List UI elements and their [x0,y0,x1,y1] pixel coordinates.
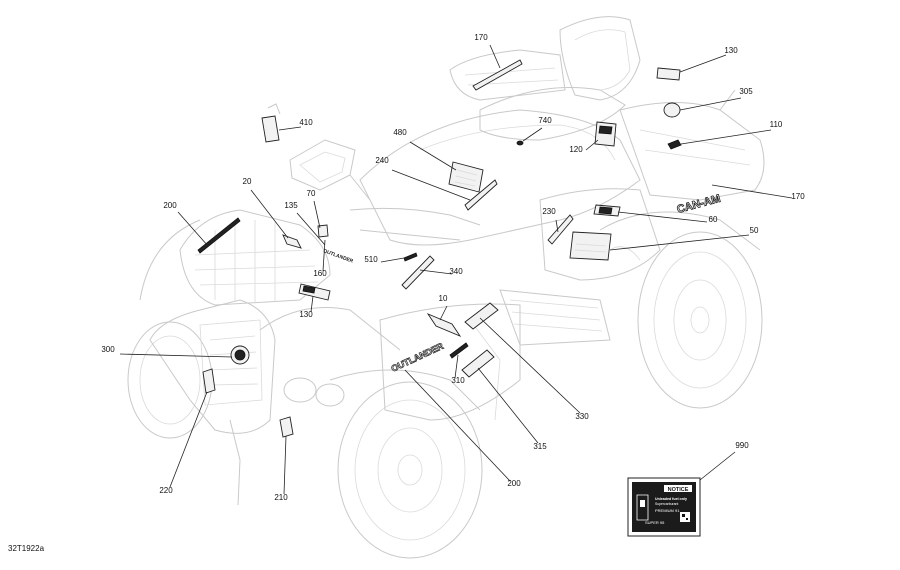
decal-170-side-brand: CAN-AM [676,193,722,216]
callout-330: 330 [575,412,589,421]
callout-170: 170 [474,33,488,42]
drawing-id: 32T1922a [8,544,45,553]
notice-line3: PREMIUM 91 [655,508,680,513]
callout-130: 130 [724,46,738,55]
decal-310 [449,342,469,359]
decal-20 [282,234,302,249]
decal-200-front-stripe [197,217,241,254]
callout-50: 50 [750,226,759,235]
decal-330 [464,302,499,330]
decal-120 [594,121,617,147]
callout-230: 230 [542,207,556,216]
decal-315 [461,349,495,378]
decal-220 [202,368,216,394]
callout-305: 305 [739,87,753,96]
callout-480: 480 [393,128,407,137]
notice-line2: Supercarburant [655,502,678,506]
callout-210: 210 [274,493,288,502]
callout-120: 120 [569,145,583,154]
callout-135: 135 [284,201,298,210]
decal-340-stripe [401,255,435,290]
callout-200: 200 [163,201,177,210]
callout-160: 160 [313,269,327,278]
decal-230-stripe [547,214,574,245]
decal-50 [569,231,612,261]
notice-fuel-icon [636,494,649,521]
decal-410 [261,115,280,143]
leader-lines [119,44,793,495]
callout-110: 110 [770,120,783,129]
callout-labels: 170 130 305 410 740 110 480 120 240 70 20 170 200 135… [101,33,805,502]
callout-310: 310 [451,376,465,385]
callout-410: 410 [299,118,313,127]
atv-outline [127,16,765,559]
callout-130: 130 [299,310,313,319]
callout-220: 220 [159,486,173,495]
callout-315: 315 [533,442,547,451]
callout-70: 70 [307,189,316,198]
callout-300: 300 [101,345,115,354]
notice-line1: Unleaded fuel only [655,497,687,501]
callout-510: 510 [364,255,378,264]
notice-label-990: NOTICE Unleaded fuel only Supercarburant… [627,477,701,537]
callout-340: 340 [449,267,463,276]
decal-305-round [663,102,681,118]
decal-510 [403,252,418,262]
notice-title: NOTICE [668,487,689,493]
callout-740: 740 [538,116,552,125]
decal-740 [516,140,524,146]
decal-110 [667,139,682,150]
decal-170-rear-rack-stripe [472,59,523,91]
decal-70 [317,224,329,238]
decal-480-warning [448,161,484,193]
callout-990: 990 [735,441,749,450]
decal-210 [279,416,294,438]
notice-line4: SUPER 95 [645,520,665,525]
callout-20: 20 [243,177,252,186]
decal-200-side-brand: OUTLANDER [390,341,446,374]
decal-240-stripe [464,179,498,211]
callout-240: 240 [375,156,389,165]
callout-200: 200 [507,479,521,488]
callout-10: 10 [439,294,448,303]
callout-60: 60 [709,215,718,224]
decal-10 [426,313,462,337]
callout-170: 170 [791,192,805,201]
decal-130-rear [656,67,681,81]
